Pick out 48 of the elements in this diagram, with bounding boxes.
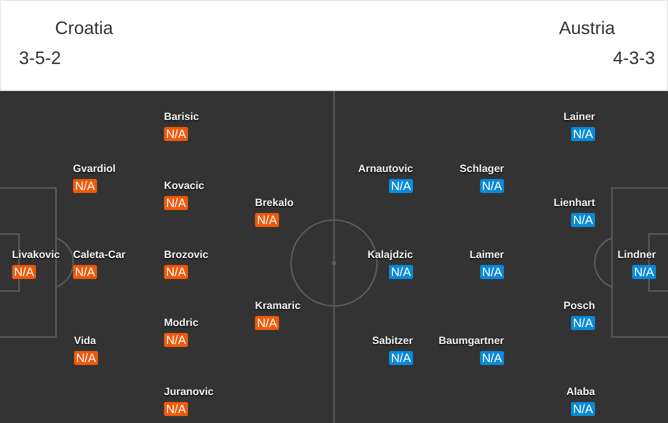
rating-badge: N/A <box>164 265 188 279</box>
player-name: Barisic <box>164 111 200 124</box>
player-name: Alaba <box>566 386 595 399</box>
rating-badge: N/A <box>570 402 595 416</box>
rating-badge: N/A <box>164 333 188 347</box>
team-name: Austria <box>558 18 615 38</box>
rating-badge: N/A <box>73 179 98 193</box>
player-name: Laimer <box>470 249 504 262</box>
rating-badge: N/A <box>164 402 188 416</box>
player-name: Kovacic <box>164 180 204 193</box>
formation: 3-5-2 <box>19 48 62 68</box>
rating-badge: N/A <box>74 351 98 365</box>
player-name: Arnautovic <box>358 163 413 176</box>
player-name: Lienhart <box>554 197 595 210</box>
player-name: Lindner <box>618 249 656 262</box>
rating-badge: N/A <box>388 179 413 193</box>
rating-badge: N/A <box>164 196 188 210</box>
player-name: Schlager <box>460 163 504 176</box>
player-name: Posch <box>563 300 595 313</box>
player-name: Lainer <box>563 111 595 124</box>
formation: 4-3-3 <box>612 48 655 68</box>
rating-badge: N/A <box>388 265 413 279</box>
player-name: Kramaric <box>255 300 301 313</box>
player-name: Gvardiol <box>73 163 116 176</box>
rating-badge: N/A <box>73 265 98 279</box>
player-name: Brekalo <box>255 197 294 210</box>
player-name: Vida <box>74 335 96 348</box>
player-name: Caleta-Car <box>73 249 126 262</box>
player-name: Modric <box>164 317 198 330</box>
rating-badge: N/A <box>480 265 504 279</box>
rating-badge: N/A <box>164 127 188 141</box>
rating-badge: N/A <box>480 179 504 193</box>
player-name: Livakovic <box>12 249 60 262</box>
team-name: Croatia <box>55 18 114 38</box>
player-name: Kalajdzic <box>367 249 413 262</box>
rating-badge: N/A <box>570 213 595 227</box>
rating-badge: N/A <box>570 127 595 141</box>
player-name: Sabitzer <box>372 335 413 348</box>
rating-badge: N/A <box>632 265 656 279</box>
player-name: Brozovic <box>164 249 208 262</box>
rating-badge: N/A <box>570 316 595 330</box>
rating-badge: N/A <box>255 316 280 330</box>
player-name: Juranovic <box>164 386 214 399</box>
rating-badge: N/A <box>388 351 413 365</box>
rating-badge: N/A <box>12 265 36 279</box>
player-name: Baumgartner <box>438 335 504 348</box>
rating-badge: N/A <box>480 351 504 365</box>
rating-badge: N/A <box>255 213 280 227</box>
